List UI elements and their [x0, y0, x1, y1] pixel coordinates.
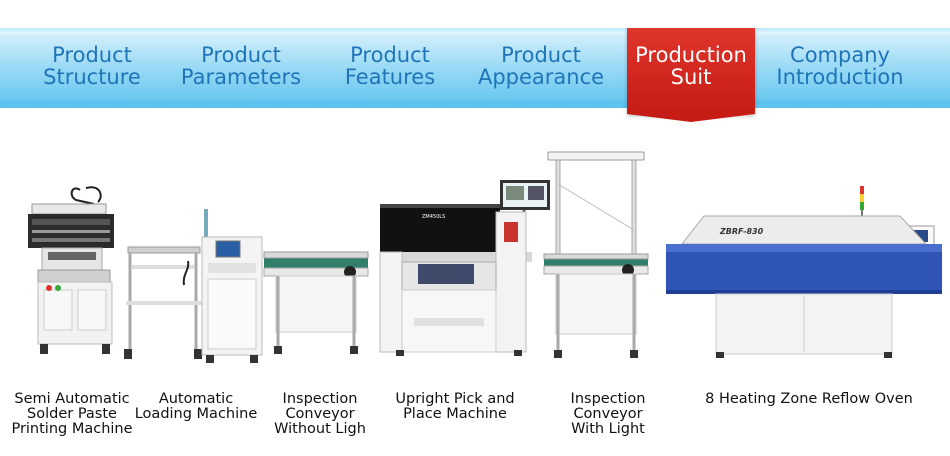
caption-conveyor-without-light: Inspection Conveyor Without Ligh [262, 392, 378, 437]
caption-line: Loading Machine [134, 406, 258, 422]
navigation-bar [0, 28, 950, 108]
tab-label-line1: Company [790, 43, 890, 67]
tab-label-line2: Structure [43, 65, 141, 89]
tab-label-line2: Appearance [477, 65, 605, 89]
navigation-wave-edge [0, 100, 950, 108]
tab-product-features[interactable]: Product Features [340, 44, 440, 88]
reflow-oven-image: ZBRF-830 [666, 186, 942, 358]
caption-reflow-oven: 8 Heating Zone Reflow Oven [700, 392, 918, 407]
tab-label-line1: Product [501, 43, 581, 67]
tab-production-suit[interactable]: Production Suit [627, 28, 755, 122]
inspection-conveyor-without-light-image [263, 251, 369, 354]
tab-company-introduction[interactable]: Company Introduction [770, 44, 910, 88]
tab-label-line2: Features [344, 65, 436, 89]
caption-line: Inspection [282, 391, 358, 407]
caption-pick-and-place: Upright Pick and Place Machine [388, 392, 522, 422]
caption-line: Printing Machine [11, 421, 133, 437]
caption-line: Conveyor [285, 406, 355, 422]
caption-line: Inspection [570, 391, 646, 407]
caption-line: Automatic [158, 391, 234, 407]
tab-label-line2: Suit [670, 65, 712, 89]
navigation-bar-highlight [0, 28, 950, 34]
caption-line: Place Machine [403, 406, 507, 422]
tab-label-line1: Product [350, 43, 430, 67]
tab-label-line2: Introduction [776, 65, 904, 89]
loading-machine-image [124, 209, 263, 363]
caption-line: Solder Paste [27, 406, 117, 422]
tab-product-parameters[interactable]: Product Parameters [175, 44, 307, 88]
tab-product-appearance[interactable]: Product Appearance [474, 44, 608, 88]
caption-line: With Light [571, 421, 645, 437]
caption-line: Semi Automatic [14, 391, 130, 407]
pick-and-place-model-label: ZM450LS [422, 214, 445, 220]
caption-line: Upright Pick and [395, 391, 515, 407]
tab-label-line2: Parameters [180, 65, 302, 89]
caption-line: 8 Heating Zone Reflow Oven [705, 391, 913, 407]
tab-product-structure[interactable]: Product Structure [38, 44, 146, 88]
caption-solder-paste-printer: Semi Automatic Solder Paste Printing Mac… [2, 392, 142, 437]
tab-label-line1: Product [201, 43, 281, 67]
caption-line: Conveyor [573, 406, 643, 422]
inspection-conveyor-with-light-image [543, 151, 649, 358]
caption-loading-machine: Automatic Loading Machine [130, 392, 262, 422]
oven-model-label: ZBRF-830 [719, 227, 764, 236]
tab-label-line1: Production [635, 43, 747, 67]
tab-label-line1: Product [52, 43, 132, 67]
caption-line: Without Ligh [274, 421, 366, 437]
solder-paste-printer-image [28, 186, 114, 354]
caption-conveyor-with-light: Inspection Conveyor With Light [552, 392, 664, 437]
pick-and-place-machine-image: ZM450LS [379, 180, 550, 356]
